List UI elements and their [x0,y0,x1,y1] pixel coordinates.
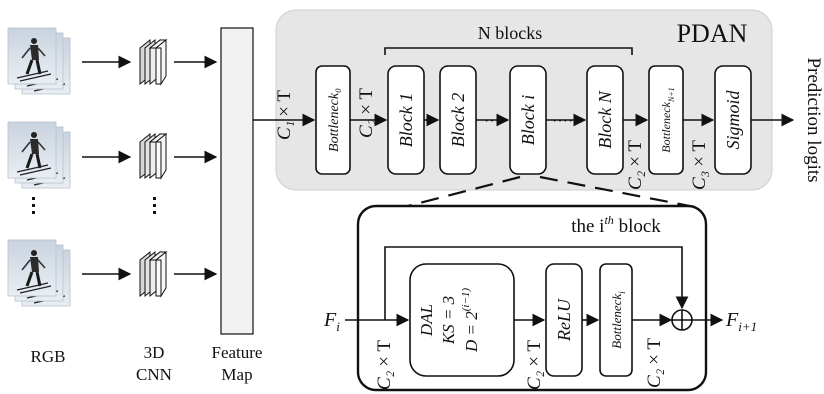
block1-label: Block 1 [396,93,416,147]
blocki-label: Block i [518,95,538,145]
rgb-frames-group [8,28,70,306]
vertical-ellipsis-icon [32,197,35,214]
dim-label-dal: C₂× T [524,340,545,390]
cnn-label-line1: 3D [144,343,165,362]
sigmoid-label: Sigmoid [723,90,743,150]
block-detail-title: the ith block [571,213,661,237]
dal-text-group: DAL KS = 3 D = 2(i−1) [417,288,481,353]
prediction-logits-label: Prediction logits [803,57,824,182]
cnn-layer-icon-1 [139,39,167,85]
bottleneck0-label: Bottleneck₀ [327,88,342,152]
dots-label-2: ···· [552,113,573,130]
feature-label-line2: Map [221,365,252,384]
relu-label: ReLU [554,298,574,342]
dim-c3-label: C₃× T [689,140,710,190]
vertical-ellipsis-icon [153,197,156,214]
feature-label-line1: Feature [212,343,263,362]
residual-skip-arrow [384,246,689,320]
bottlenecki-label: Bottlenecki [609,291,627,349]
sum-node-icon [671,309,693,331]
rgb-frame-stack-2 [8,122,70,188]
dim-c2-label-2: C₂× T [625,140,646,190]
ks-label: KS = 3 [439,296,458,345]
zoom-line-left [399,175,521,210]
dim-c2-label-1: C₂× T [356,88,377,138]
block2-label: Block 2 [448,93,468,147]
dilation-label: D = 2(i−1) [460,288,481,353]
dim-c1-label: C₁× T [274,90,295,140]
output-fi1-label: Fi+1 [725,309,757,334]
pdan-title: PDAN [677,19,748,48]
dim-label-out: C₂× T [644,338,665,388]
bottleneckN1-label: BottleneckN+1 [659,87,676,152]
n-blocks-bracket [384,47,633,55]
cnn-layer-icon-2 [139,133,167,179]
dim-label-in: C₂× T [374,340,395,390]
input-fi-label: Fi [323,309,340,334]
cnn-layer-icon-3 [139,251,167,297]
blockN-label: Block N [595,90,615,148]
n-blocks-label: N blocks [478,23,543,43]
dal-label: DAL [417,304,436,337]
cnn-label-line2: CNN [136,365,172,384]
rgb-label: RGB [31,347,66,366]
cnn-icons-group [139,39,167,297]
feature-map-box [220,27,254,335]
dots-label-1: ···· [484,113,505,130]
rgb-frame-stack-1 [8,28,70,94]
rgb-frame-stack-3 [8,240,70,306]
